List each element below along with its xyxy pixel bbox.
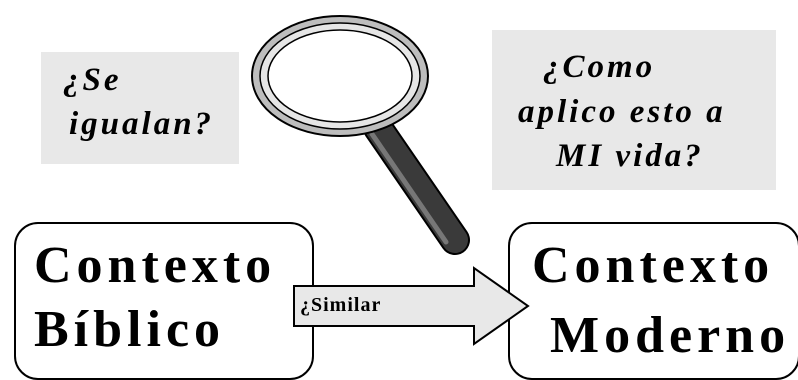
- modern-context-box: Contexto Moderno: [508, 222, 798, 380]
- modern-context-line-2: Moderno: [550, 307, 791, 364]
- biblical-context-line-2: Bíblico: [34, 301, 226, 358]
- similarity-arrow: [293, 266, 530, 346]
- note-right-line-1: ¿Como: [543, 49, 656, 85]
- magnifying-glass-icon: [251, 15, 470, 255]
- similar-label: ¿Similar: [300, 294, 382, 316]
- note-left-line-2: igualan?: [69, 106, 215, 142]
- magnifier-lens: [251, 15, 429, 137]
- question-note-left: ¿Se igualan?: [41, 52, 239, 164]
- magnifier-handle: [363, 113, 470, 255]
- note-right-line-3: MI vida?: [556, 138, 704, 174]
- biblical-context-line-1: Contexto: [34, 237, 277, 294]
- note-left-line-1: ¿Se: [63, 62, 122, 98]
- question-note-right: ¿Como aplico esto a MI vida?: [492, 30, 776, 190]
- note-right-line-2: aplico esto a: [518, 94, 726, 130]
- biblical-context-box: Contexto Bíblico: [14, 222, 314, 380]
- modern-context-line-1: Contexto: [532, 237, 775, 294]
